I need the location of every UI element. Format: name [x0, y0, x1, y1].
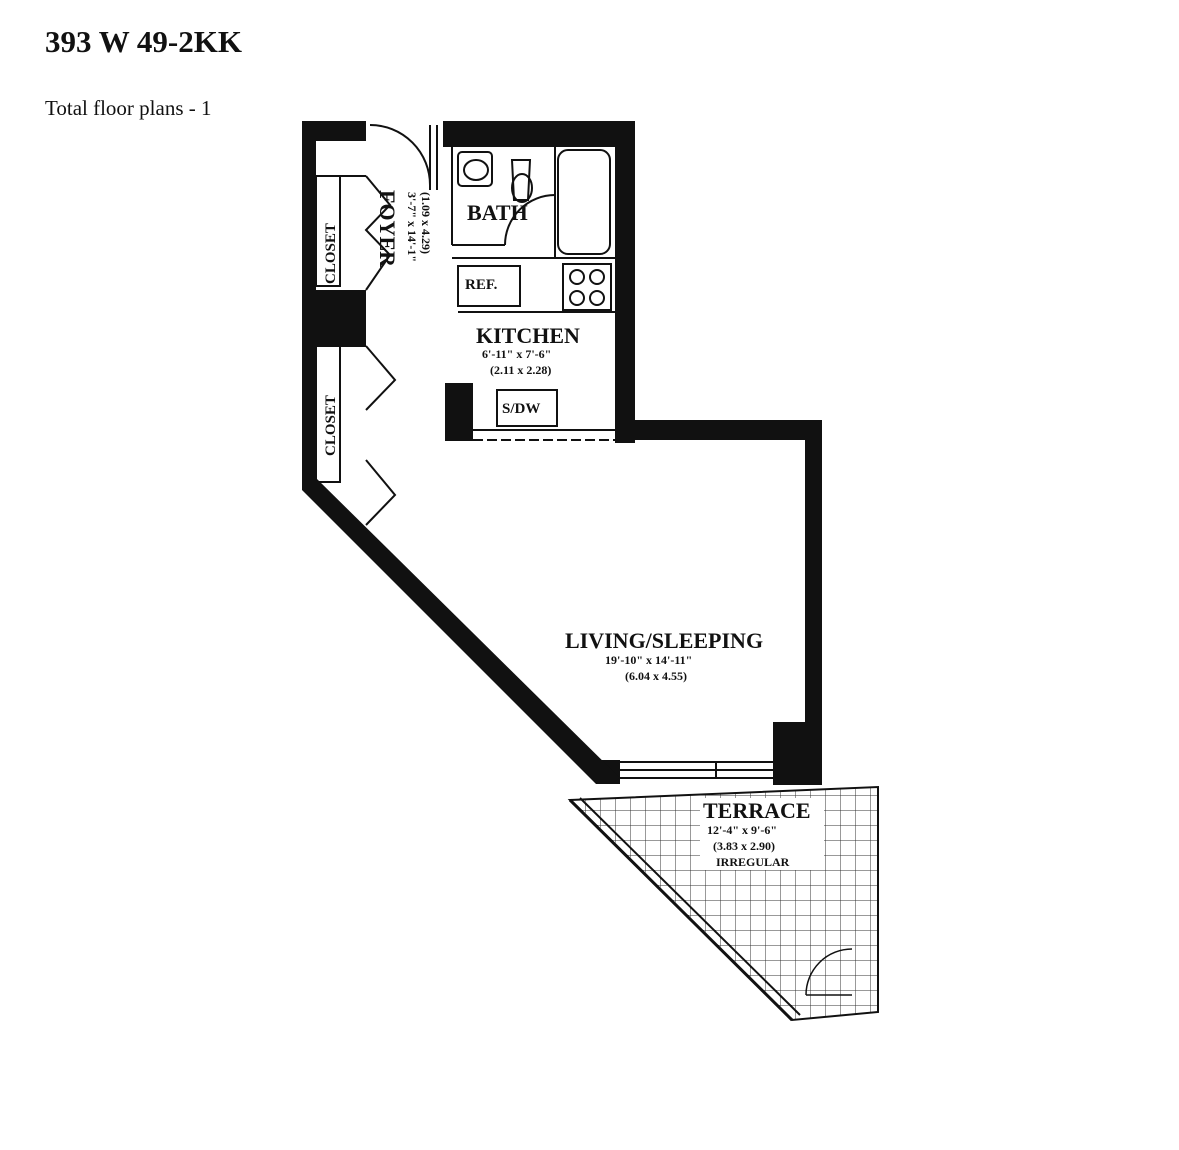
- kitchen-label: KITCHEN: [476, 323, 580, 348]
- sink-dishwasher-icon: [496, 389, 558, 427]
- terrace-label: TERRACE: [703, 798, 811, 823]
- foyer-dim-ft: 3'-7" x 14'-1": [405, 192, 419, 262]
- living-dim-m: (6.04 x 4.55): [625, 669, 687, 683]
- terrace-note: IRREGULAR: [716, 855, 790, 869]
- sliding-door: [620, 761, 773, 779]
- terrace-dim-m: (3.83 x 2.90): [713, 839, 775, 853]
- sink-icon: [463, 159, 489, 181]
- closet-upper-label: CLOSET: [323, 223, 339, 284]
- stove-icon: [562, 263, 612, 311]
- sdw-label: S/DW: [502, 401, 540, 417]
- ref-label: REF.: [465, 277, 498, 293]
- diagonal-wall: [302, 470, 620, 784]
- kitchen-dim-ft: 6'-11" x 7'-6": [482, 347, 551, 361]
- terrace-door-icon: [805, 948, 853, 996]
- bath-label: BATH: [467, 200, 528, 225]
- bath-fixtures: [451, 147, 615, 259]
- refrigerator-icon: [457, 265, 521, 307]
- kitchen-fixtures: [457, 263, 615, 441]
- terrace-dim-ft: 12'-4" x 9'-6": [707, 823, 777, 837]
- floor-plan-count: Total floor plans - 1: [45, 96, 212, 120]
- living-label: LIVING/SLEEPING: [565, 628, 763, 653]
- living-dim-ft: 19'-10" x 14'-11": [605, 653, 692, 667]
- closets: [315, 124, 438, 526]
- bathtub-icon: [557, 149, 611, 255]
- foyer-label: FOYER: [375, 190, 400, 268]
- page-title: 393 W 49-2KK: [45, 24, 242, 59]
- kitchen-dim-m: (2.11 x 2.28): [490, 363, 551, 377]
- walls: [302, 121, 822, 785]
- terrace-area: [567, 785, 879, 1022]
- foyer-dim-m: (1.09 x 4.29): [419, 192, 433, 254]
- closet-lower-label: CLOSET: [323, 395, 339, 456]
